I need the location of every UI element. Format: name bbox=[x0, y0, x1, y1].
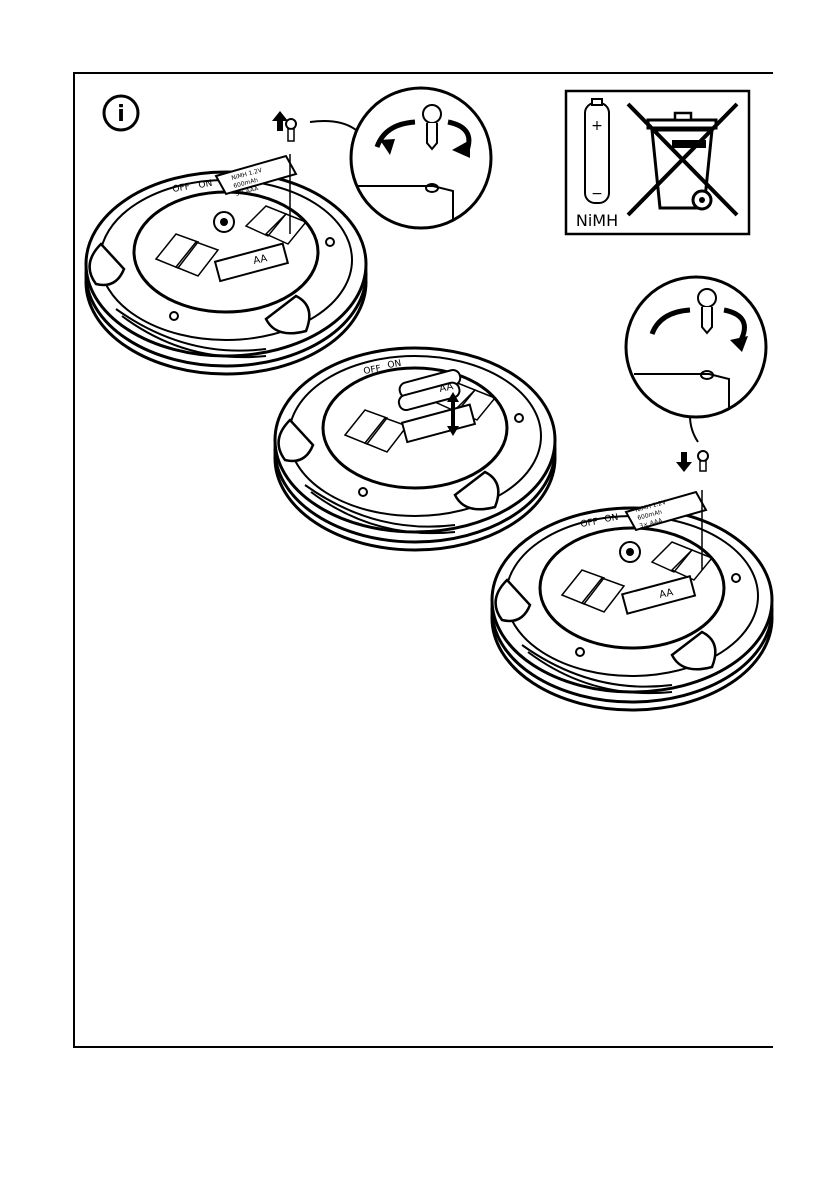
zoom-detail-2 bbox=[626, 277, 766, 442]
robot-step1 bbox=[86, 154, 366, 374]
weee-disposal-icon: + − NiMH bbox=[566, 91, 749, 234]
robot-step2 bbox=[275, 348, 555, 550]
svg-text:+: + bbox=[591, 118, 603, 134]
screw-icon bbox=[698, 451, 708, 471]
svg-text:−: − bbox=[591, 186, 603, 202]
arrow-up-icon bbox=[272, 111, 288, 131]
svg-text:i: i bbox=[117, 102, 125, 127]
screw-icon bbox=[286, 119, 296, 141]
robot-step3 bbox=[492, 490, 772, 710]
arrow-down-icon bbox=[676, 452, 692, 472]
info-icon: i bbox=[104, 96, 138, 130]
svg-text:NiMH: NiMH bbox=[576, 211, 618, 230]
